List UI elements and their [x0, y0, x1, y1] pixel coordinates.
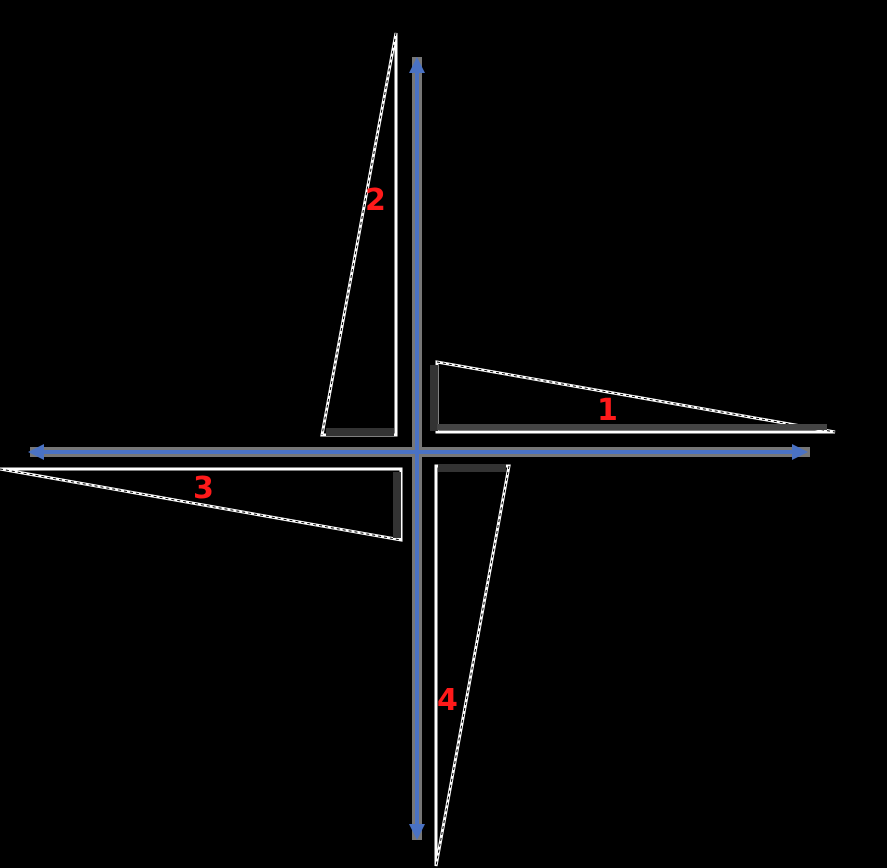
- arrow-down-icon: [409, 824, 425, 840]
- triangle-label-2: 2: [365, 183, 386, 218]
- arrow-left-icon: [28, 444, 44, 460]
- triangle-1: [430, 360, 836, 434]
- triangle-3: [0, 467, 403, 542]
- axes: [28, 57, 810, 840]
- triangle-label-3: 3: [193, 471, 214, 506]
- triangle-4: [434, 464, 511, 867]
- triangle-label-1: 1: [597, 393, 618, 428]
- triangle-2: [320, 32, 398, 437]
- triangle-label-4: 4: [437, 683, 458, 718]
- arrow-right-icon: [792, 444, 808, 460]
- arrow-up-icon: [409, 57, 425, 73]
